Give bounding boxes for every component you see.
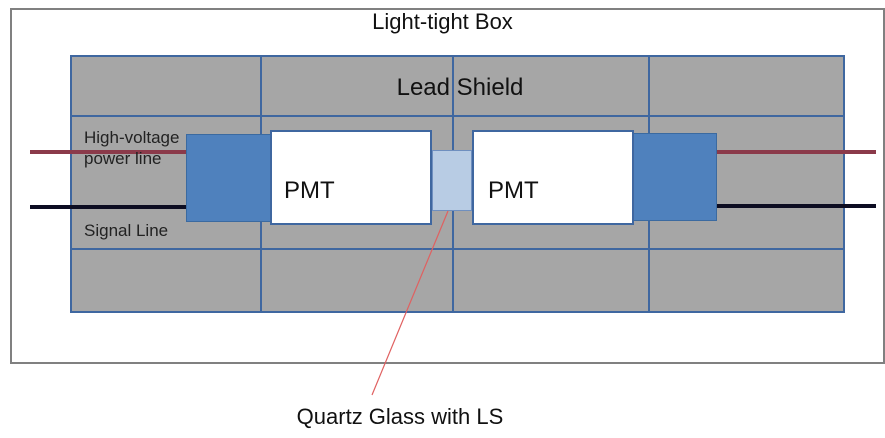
quartz-pointer-line: [371, 210, 449, 396]
signal-line-label: Signal Line: [84, 221, 169, 240]
lead-shield-label: Lead Shield: [396, 74, 524, 101]
hv-line-label-line1: High-voltage: [84, 128, 180, 147]
shield-grid-line: [70, 248, 845, 250]
right-end-cap: [632, 133, 717, 221]
hv-wire-right: [716, 150, 876, 154]
pmt-right: PMT: [472, 130, 634, 225]
signal-wire-right: [716, 204, 876, 208]
shield-grid-line: [70, 115, 845, 117]
hv-line-label: High-voltage power line: [84, 127, 179, 169]
signal-wire-left: [30, 205, 205, 209]
box-title: Light-tight Box: [372, 9, 513, 34]
pmt-right-label: PMT: [488, 177, 539, 204]
quartz-label: Quartz Glass with LS: [296, 404, 504, 429]
light-tight-box: [10, 8, 885, 364]
quartz-glass: [432, 150, 472, 211]
pmt-left: PMT: [270, 130, 432, 225]
pmt-left-label: PMT: [284, 177, 335, 204]
hv-wire-left: [30, 150, 205, 154]
hv-line-label-line2: power line: [84, 149, 162, 168]
